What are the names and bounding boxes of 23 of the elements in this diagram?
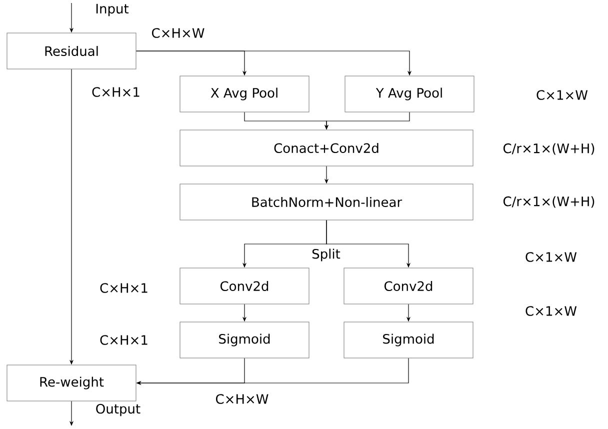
dimension-label: C/r×1×(W+H): [502, 142, 596, 156]
process-box: Y Avg Pool: [344, 76, 474, 112]
process-box: Conact+Conv2d: [180, 130, 474, 166]
process-box: Residual: [6, 32, 136, 70]
process-box: X Avg Pool: [180, 76, 310, 112]
dimension-label: C×1×W: [535, 89, 589, 101]
edge-label: Output: [96, 404, 140, 416]
dimension-label: Split: [310, 248, 342, 262]
dimension-label: C×1×W: [524, 305, 578, 317]
dimension-label: C×1×W: [524, 251, 578, 263]
dimension-label: C×H×W: [214, 393, 270, 405]
process-box: Conv2d: [344, 268, 474, 304]
dimension-label: C×H×W: [150, 27, 206, 39]
process-box: Sigmoid: [180, 322, 310, 358]
dimension-label: C×H×1: [98, 282, 150, 294]
dimension-label: C×H×1: [90, 86, 142, 98]
process-box: Conv2d: [180, 268, 310, 304]
dimension-label: C×H×1: [98, 334, 150, 346]
process-box: Sigmoid: [344, 322, 474, 358]
dimension-label: C/r×1×(W+H): [502, 195, 596, 209]
process-box: Re-weight: [6, 364, 136, 402]
edge-label: Input: [96, 4, 129, 16]
process-box: BatchNorm+Non-linear: [180, 184, 474, 220]
